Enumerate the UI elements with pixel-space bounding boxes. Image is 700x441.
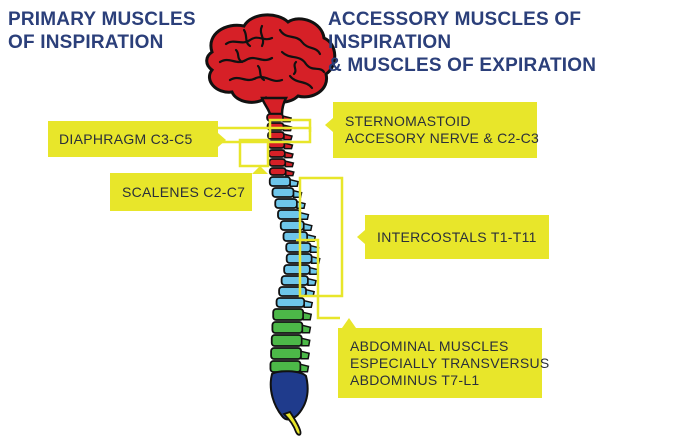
spinous-process (283, 133, 293, 141)
scalenes-pointer (252, 166, 268, 174)
vertebra (267, 149, 286, 158)
vertebra (270, 347, 303, 360)
vertebra (280, 275, 309, 286)
label-text: INTERCOSTALS T1-T11 (377, 228, 537, 245)
heading-line: OF INSPIRATION (8, 32, 164, 53)
vertebra (268, 167, 287, 176)
heading-line: ACCESSORY MUSCLES OF INSPIRATION (328, 9, 582, 53)
spinous-process (283, 142, 294, 150)
spinous-process (284, 160, 295, 168)
label-text: STERNOMASTOID (345, 113, 471, 129)
spinous-process (307, 277, 317, 286)
intercostals-pointer (357, 230, 365, 244)
spinous-process (289, 178, 300, 187)
vertebra (270, 334, 303, 347)
sacrum (269, 370, 309, 421)
vertebra (277, 209, 302, 220)
primary-muscles-heading: PRIMARY MUSCLES OF INSPIRATION (8, 8, 196, 54)
spinous-process (303, 299, 314, 308)
scalenes-label: SCALENES C2-C7 (110, 173, 252, 211)
label-text: ESPECIALLY TRANSVERSUS (350, 354, 550, 371)
vertebra (285, 242, 312, 253)
spinous-process (301, 337, 311, 347)
spine-illustration (266, 113, 321, 436)
heading-line: PRIMARY MUSCLES (8, 9, 196, 30)
label-text: DIAPHRAGM C3-C5 (59, 130, 193, 147)
vertebra (272, 308, 305, 321)
vertebra (271, 187, 295, 198)
label-text: ABDOMINUS T7-L1 (350, 371, 480, 388)
heading-line: & MUSCLES OF EXPIRATION (328, 55, 597, 76)
accessory-muscles-heading: ACCESSORY MUSCLES OF INSPIRATION & MUSCL… (328, 8, 700, 77)
vertebra (274, 198, 298, 209)
vertebra (271, 321, 304, 334)
spinous-process (303, 222, 313, 231)
sternomastoid-label: STERNOMASTOID ACCESORY NERVE & C2-C3 (333, 102, 540, 158)
brain-illustration (205, 13, 337, 116)
spinous-process (302, 311, 313, 321)
abdominal-label: ABDOMINAL MUSCLES ESPECIALLY TRANSVERSUS… (338, 328, 550, 398)
coccyx (282, 410, 302, 436)
vertebra (275, 297, 306, 308)
brainstem (260, 96, 289, 116)
vertebra (268, 176, 292, 187)
vertebra (283, 264, 311, 275)
label-text: SCALENES C2-C7 (122, 183, 246, 200)
spinous-process (301, 324, 312, 334)
spinous-process (300, 350, 310, 360)
intercostals-label: INTERCOSTALS T1-T11 (365, 215, 549, 259)
abdominal-pointer (342, 318, 356, 328)
diaphragm-label: DIAPHRAGM C3-C5 (48, 121, 218, 157)
spinous-process (299, 363, 310, 373)
spinous-process (309, 266, 319, 275)
diaphragm-pointer (218, 133, 226, 147)
label-text: ABDOMINAL MUSCLES (350, 337, 509, 354)
sternomastoid-pointer (325, 118, 333, 132)
vertebra (268, 158, 287, 167)
label-text: ACCESORY NERVE & C2-C3 (345, 130, 540, 146)
spinous-process (284, 151, 294, 159)
vertebra (278, 286, 308, 297)
spinous-process (285, 169, 295, 177)
spinous-process (299, 211, 310, 220)
